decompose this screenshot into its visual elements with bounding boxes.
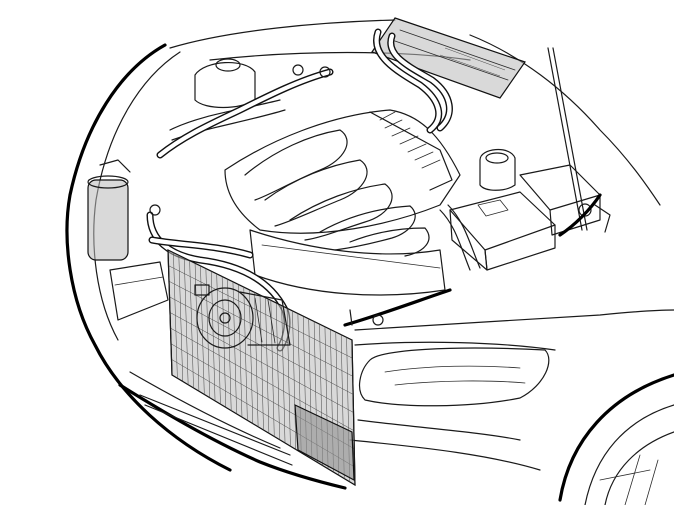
hood-strut-rod [547, 47, 583, 231]
left-fender-edge [65, 43, 232, 472]
right-headlight [358, 347, 550, 407]
compressor-body [239, 291, 291, 346]
refrigerant-lines [146, 28, 453, 352]
ac-line-high-inner [374, 29, 441, 133]
condenser [167, 249, 356, 487]
receiver-drier-top [87, 175, 129, 189]
wiring-right [558, 193, 602, 237]
bumper-lower-edge [118, 383, 347, 490]
condenser-tube [169, 312, 354, 413]
engine-bay [169, 51, 611, 327]
receiver-drier-body [87, 179, 129, 261]
car-body [65, 19, 674, 505]
ac-line-left-outer [156, 68, 334, 159]
coolant-reservoir [194, 61, 256, 109]
headlight-inner-line [384, 365, 521, 373]
right-rim-spokes [599, 454, 659, 505]
condenser-tube [168, 281, 353, 377]
grille-slot-line [114, 276, 164, 286]
receiver-drier [87, 159, 131, 261]
relay-box-top [449, 191, 556, 251]
compressor-pulley [196, 287, 254, 349]
wiring-clip [594, 204, 611, 233]
hose-right-2 [447, 204, 481, 269]
front-crossmember [343, 288, 452, 327]
pipe-fitting-2 [319, 66, 331, 78]
headlight-top-line [354, 341, 556, 351]
compressor-clutch [208, 299, 242, 337]
intake-runner-2 [264, 159, 368, 227]
condenser-left-tank [167, 249, 173, 376]
relay-box-front [484, 224, 556, 271]
plenum-ribs [369, 111, 453, 191]
reservoir-cap [215, 58, 241, 72]
right-fender-top [354, 309, 674, 331]
battery-front [549, 194, 601, 236]
evaporator-fins [439, 47, 506, 77]
hood-rim-left [169, 19, 396, 49]
intake-runner-3 [289, 183, 393, 241]
right-tyre-outer [584, 404, 674, 505]
condenser-tube [168, 265, 353, 359]
ac-line-condenser-inner [149, 237, 253, 258]
pipe-fitting-1 [292, 64, 304, 76]
right-wheel-arch [558, 373, 674, 502]
lower-intake-bar-1 [139, 394, 291, 456]
relay-box-label [477, 199, 509, 217]
intake-runner-4 [319, 205, 416, 251]
hose-right-1 [439, 209, 471, 271]
intake-runner-1 [244, 129, 348, 201]
latch-bracket [349, 309, 353, 326]
right-rim-outer [604, 431, 674, 505]
bumper-right-lower [349, 439, 541, 471]
bumper-right-crease [357, 419, 521, 441]
headlight-inner-line-2 [394, 380, 526, 386]
intake-runner-5 [349, 227, 430, 257]
evaporator-box-lines [391, 29, 516, 81]
condenser-tube [170, 327, 354, 431]
ac-compressor [194, 284, 291, 349]
lower-intake-bar-2 [144, 404, 293, 466]
engine-cover [224, 109, 461, 234]
intake-runners [244, 129, 430, 257]
hood-latch [372, 314, 384, 326]
block-seam [261, 244, 441, 269]
plenum-edge [369, 111, 453, 191]
washer-cap [485, 152, 509, 164]
hood-rim-right [469, 34, 661, 206]
compressor-hub [219, 312, 231, 324]
pipe-fitting-3 [149, 204, 161, 216]
hood-strut-rod-2 [552, 47, 588, 231]
hood-strut [547, 47, 588, 231]
receiver-drier-bracket [99, 159, 131, 173]
hose-left-1 [169, 99, 281, 131]
washer-reservoir [479, 149, 516, 191]
left-grille-slot [109, 261, 169, 321]
compressor-connector [194, 284, 210, 296]
ac-line-left-inner [157, 69, 333, 158]
bumper-crease [129, 371, 281, 449]
plenum-rib-lines [379, 111, 441, 169]
condenser-right-tank [351, 339, 356, 486]
compressor-ribs [254, 297, 276, 344]
engine-block [249, 229, 446, 296]
ac-line-low-inner [388, 33, 452, 131]
condenser-tube [169, 296, 354, 395]
condenser-lower-tank [294, 404, 355, 482]
